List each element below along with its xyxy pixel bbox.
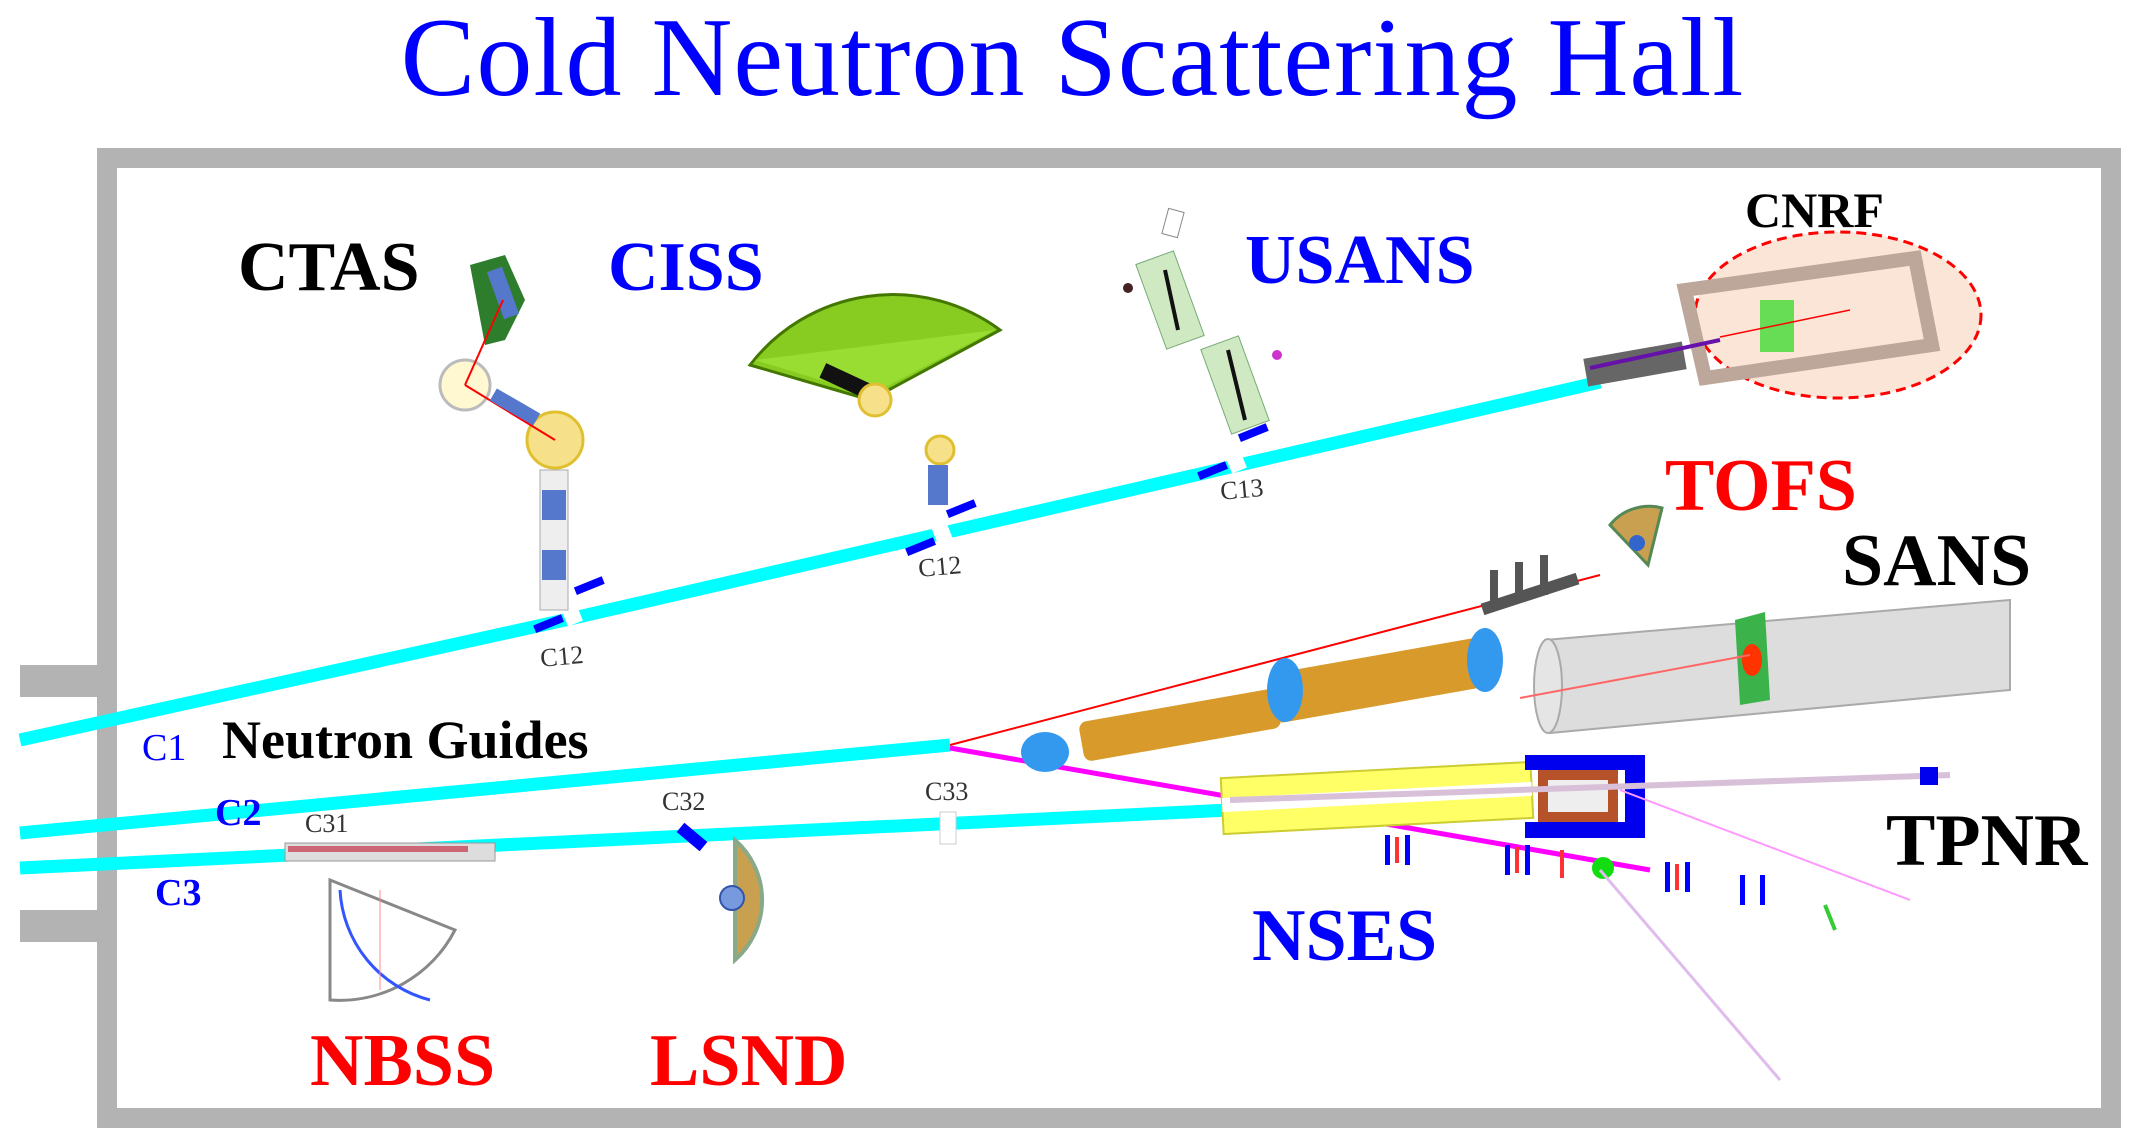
ciss-instrument — [747, 293, 1003, 505]
hall-walls — [20, 148, 2121, 1128]
channel-label-c31: C31 — [305, 809, 348, 838]
cnrf-facility — [1583, 230, 1983, 400]
label-nbss: NBSS — [310, 1020, 495, 1102]
lsnd-instrument — [719, 835, 765, 965]
channel-label-c12-ciss: C12 — [917, 550, 963, 583]
neutron-guides — [18, 375, 1651, 875]
label-tofs: TOFS — [1665, 445, 1857, 527]
usans-instrument — [1123, 207, 1282, 435]
channel-markers — [533, 423, 1269, 852]
label-sans: SANS — [1842, 520, 2031, 602]
label-nses: NSES — [1252, 895, 1437, 977]
channel-label-c32: C32 — [662, 787, 705, 816]
label-lsnd: LSND — [650, 1020, 847, 1102]
label-ctas: CTAS — [238, 229, 420, 306]
label-tpnr: TPNR — [1886, 800, 2089, 882]
tofs-instrument — [1480, 504, 1664, 616]
channel-label-c33: C33 — [925, 777, 968, 806]
diagram-title: Cold Neutron Scattering Hall — [400, 0, 1745, 120]
sans-instrument — [1021, 598, 2011, 772]
labels: CTAS CISS USANS CNRF TOFS SANS TPNR NSES… — [142, 182, 2089, 1102]
label-ciss: CISS — [608, 229, 764, 306]
channel-label-c13: C13 — [1219, 473, 1265, 506]
label-usans: USANS — [1245, 222, 1475, 299]
guide-label-c1: C1 — [142, 727, 186, 769]
nbss-instrument — [284, 842, 496, 1002]
ctas-instrument — [438, 255, 585, 611]
channel-label-c12-ctas: C12 — [539, 640, 585, 673]
guide-label-c3: C3 — [155, 872, 201, 914]
label-cnrf: CNRF — [1745, 182, 1884, 238]
guide-label-c2: C2 — [215, 792, 261, 834]
nses-tpnr-instruments — [1219, 755, 1951, 1081]
neutron-guides-heading: Neutron Guides — [222, 710, 589, 770]
